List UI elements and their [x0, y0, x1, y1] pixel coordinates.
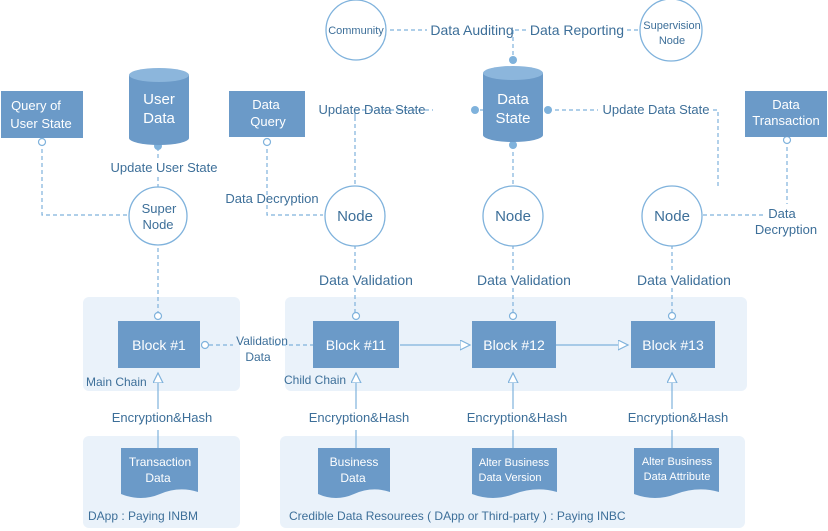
connector-dots	[37, 56, 792, 350]
update-data-state-left-label: Update Data State	[319, 102, 426, 117]
encryption-hash-label-1: Encryption&Hash	[112, 410, 212, 425]
data-validation-label-2: Data Validation	[477, 272, 571, 288]
business-data-line2: Data	[340, 471, 366, 485]
child-chain-label: Child Chain	[284, 373, 346, 387]
transaction-data-line1: Transaction	[129, 455, 191, 469]
data-validation-label-1: Data Validation	[319, 272, 413, 288]
query-user-state-line2: User State	[10, 116, 71, 131]
dashed-connectors	[41, 29, 788, 346]
alter-attribute-doc: Alter Business Data Attribute	[634, 448, 719, 498]
business-data-doc: Business Data	[318, 448, 390, 498]
query-user-state-line1: Query of	[11, 98, 61, 113]
block-12: Block #12	[472, 321, 556, 368]
block-11: Block #11	[313, 321, 399, 368]
alter-version-line2: Data Version	[479, 472, 542, 484]
block-1: Block #1	[118, 321, 200, 368]
data-state-line2: State	[495, 110, 530, 127]
update-data-state-right-label: Update Data State	[603, 102, 710, 117]
supervision-label-line2: Node	[659, 35, 685, 47]
data-reporting-label: Data Reporting	[530, 22, 624, 38]
community-node: Community	[325, 0, 387, 61]
data-decryption-left-label: Data Decryption	[225, 191, 318, 206]
credible-footer: Credible Data Resourees ( DApp or Third-…	[289, 509, 626, 523]
validation-data-line1: Validation	[236, 334, 288, 348]
dapp-footer: DApp : Paying INBM	[88, 509, 198, 523]
data-auditing-label: Data Auditing	[430, 22, 513, 38]
encryption-hash-label-2: Encryption&Hash	[309, 410, 409, 425]
supervision-label-line1: Supervision	[643, 20, 700, 32]
alter-attribute-line2: Data Attribute	[644, 471, 711, 483]
alter-version-line1: Alter Business	[479, 457, 550, 469]
encryption-hash-label-4: Encryption&Hash	[628, 410, 728, 425]
business-data-line1: Business	[330, 455, 379, 469]
super-node-line2: Node	[142, 217, 173, 232]
data-transaction-line1: Data	[772, 97, 800, 112]
alter-attribute-line1: Alter Business	[642, 456, 713, 468]
main-chain-label: Main Chain	[86, 375, 147, 389]
update-user-state-label: Update User State	[111, 160, 218, 175]
user-data-line1: User	[143, 91, 175, 108]
block-12-label: Block #12	[483, 337, 545, 353]
transaction-data-line2: Data	[145, 471, 171, 485]
node-left: Node	[324, 185, 386, 247]
alter-version-doc: Alter Business Data Version	[472, 448, 557, 498]
data-query-line1: Data	[252, 97, 280, 112]
block-13-label: Block #13	[642, 337, 704, 353]
encryption-hash-label-3: Encryption&Hash	[467, 410, 567, 425]
super-node-line1: Super	[142, 201, 177, 216]
data-validation-label-3: Data Validation	[637, 272, 731, 288]
transaction-data-doc: Transaction Data	[121, 448, 198, 498]
block-13: Block #13	[631, 321, 715, 368]
user-data-line2: Data	[143, 110, 175, 127]
community-label: Community	[328, 25, 384, 37]
data-query-line2: Query	[250, 114, 286, 129]
data-state-line1: Data	[497, 91, 529, 108]
data-state-store: Data State	[483, 66, 543, 142]
data-transaction-box: Data Transaction	[745, 91, 827, 137]
block-11-label: Block #11	[326, 337, 387, 353]
query-user-state-box: Query of User State	[1, 91, 83, 138]
node-middle-label: Node	[495, 208, 531, 225]
block-1-label: Block #1	[132, 337, 186, 353]
data-transaction-line2: Transaction	[752, 113, 819, 128]
super-node: Super Node	[128, 186, 188, 246]
node-middle: Node	[482, 185, 544, 247]
node-left-label: Node	[337, 208, 373, 225]
data-decryption-right-line2: Decryption	[755, 222, 817, 237]
node-right: Node	[641, 185, 703, 247]
data-decryption-right-line1: Data	[768, 206, 796, 221]
node-right-label: Node	[654, 208, 690, 225]
user-data-store: User Data	[129, 68, 189, 145]
supervision-node: Supervision Node	[639, 0, 703, 62]
data-query-box: Data Query	[229, 91, 305, 137]
validation-data-line2: Data	[245, 350, 271, 364]
